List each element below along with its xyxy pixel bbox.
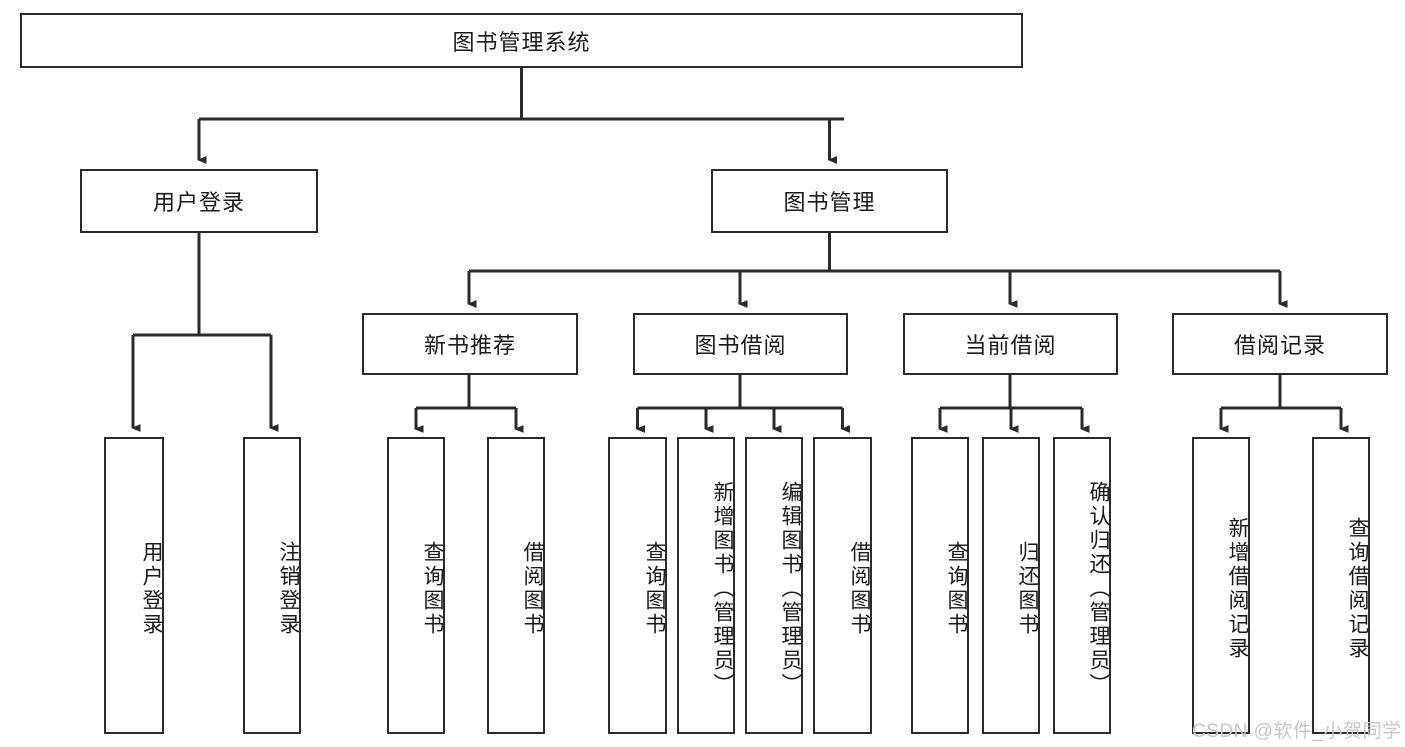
node-leaf-nb-query[interactable]: 查询图书 [387, 437, 445, 734]
node-root-label: 图书管理系统 [452, 29, 591, 55]
node-leaf-label: 查询图书 [945, 540, 968, 637]
node-leaf-label: 查询借阅记录 [1346, 516, 1369, 661]
node-leaf-bb-query[interactable]: 查询图书 [608, 437, 667, 734]
node-current-borrow[interactable]: 当前借阅 [903, 313, 1118, 375]
node-leaf-bb-edit[interactable]: 编辑图书（管理员） [745, 437, 803, 734]
node-book-management-label: 图书管理 [783, 190, 876, 215]
node-leaf-label: 归还图书 [1016, 540, 1039, 637]
node-leaf-user-login[interactable]: 用户登录 [104, 437, 164, 734]
node-borrow-record[interactable]: 借阅记录 [1172, 313, 1388, 375]
node-leaf-br-add[interactable]: 新增借阅记录 [1192, 437, 1250, 734]
node-leaf-bb-borrow[interactable]: 借阅图书 [813, 437, 872, 734]
node-new-book-rec-label: 新书推荐 [423, 333, 516, 358]
node-leaf-label: 查询图书 [421, 540, 444, 637]
node-book-borrow[interactable]: 图书借阅 [633, 313, 848, 375]
csdn-watermark: CSDN @软件_小贺同学 [1192, 721, 1402, 742]
node-user-login-label: 用户登录 [152, 190, 245, 215]
node-leaf-label: 新增图书（管理员） [711, 480, 734, 697]
node-borrow-record-label: 借阅记录 [1233, 333, 1326, 358]
node-leaf-bb-add[interactable]: 新增图书（管理员） [677, 437, 735, 734]
node-leaf-label: 确认归还（管理员） [1087, 480, 1110, 697]
node-leaf-cb-return[interactable]: 归还图书 [982, 437, 1040, 734]
node-leaf-user-logout[interactable]: 注销登录 [243, 437, 301, 734]
node-leaf-label: 查询图书 [643, 540, 666, 637]
node-leaf-br-query[interactable]: 查询借阅记录 [1312, 437, 1370, 734]
node-user-login[interactable]: 用户登录 [80, 169, 318, 233]
node-leaf-label: 用户登录 [140, 540, 163, 637]
node-leaf-label: 注销登录 [277, 540, 300, 637]
node-leaf-label: 编辑图书（管理员） [779, 480, 802, 697]
node-leaf-cb-confirm[interactable]: 确认归还（管理员） [1053, 437, 1111, 734]
node-leaf-cb-query[interactable]: 查询图书 [911, 437, 969, 734]
node-leaf-label: 借阅图书 [848, 540, 871, 637]
node-leaf-label: 新增借阅记录 [1226, 516, 1249, 661]
node-new-book-rec[interactable]: 新书推荐 [362, 313, 578, 375]
node-book-management[interactable]: 图书管理 [711, 169, 948, 233]
node-root[interactable]: 图书管理系统 [20, 13, 1023, 68]
node-leaf-label: 借阅图书 [521, 540, 544, 637]
node-current-borrow-label: 当前借阅 [964, 333, 1057, 358]
node-book-borrow-label: 图书借阅 [694, 333, 787, 358]
node-leaf-nb-borrow[interactable]: 借阅图书 [487, 437, 545, 734]
